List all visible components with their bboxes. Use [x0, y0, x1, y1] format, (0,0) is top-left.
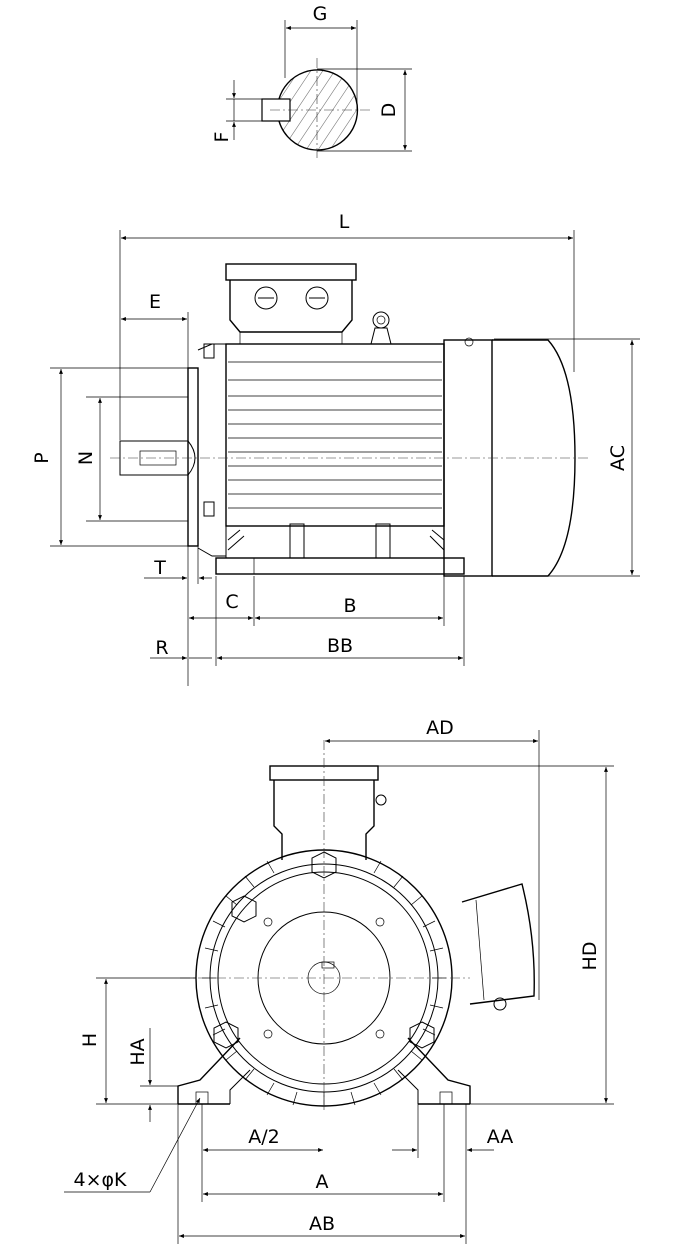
- dim-label-hd: HD: [579, 942, 601, 971]
- dim-label-d: D: [378, 103, 400, 118]
- shaft-outline: [278, 69, 359, 151]
- dim-label-b: B: [343, 595, 356, 617]
- dim-label-ab: AB: [309, 1213, 335, 1235]
- dim-label-ad: AD: [426, 717, 454, 739]
- shaft-hatching: [277, 70, 357, 150]
- dim-label-c: C: [225, 591, 238, 613]
- dim-label-aa: AA: [487, 1126, 514, 1148]
- dim-label-p: P: [31, 452, 53, 463]
- dim-label-ha: HA: [127, 1038, 149, 1065]
- dim-label-h: H: [79, 1033, 101, 1047]
- dim-label-l: L: [339, 211, 350, 233]
- cooling-fins: [228, 361, 442, 509]
- dim-label-a: A: [316, 1171, 329, 1193]
- motor-body: [225, 343, 445, 527]
- cable-gland: [305, 286, 329, 310]
- dim-label-e: E: [149, 291, 161, 313]
- dim-label-r: R: [155, 637, 168, 659]
- side-terminal-box: [461, 883, 535, 1005]
- terminal-box-lid: [225, 263, 357, 281]
- motor-feet: [215, 557, 465, 575]
- feet-outline: [177, 1037, 471, 1104]
- flange: [187, 367, 199, 547]
- dim-label-t: T: [153, 557, 166, 579]
- dim-label-a-half: A/2: [248, 1126, 280, 1148]
- dim-label-ac: AC: [607, 445, 629, 471]
- front-view: AD HD H HA A/2 AA A AB: [64, 717, 614, 1244]
- shaft-key: [139, 450, 177, 466]
- side-view: L E P N AC T C B: [31, 211, 640, 686]
- terminal-box: [229, 280, 353, 333]
- cable-gland: [254, 286, 278, 310]
- hole-callout-label: 4×φK: [73, 1169, 127, 1191]
- dim-label-n: N: [75, 451, 97, 465]
- dim-label-f: F: [211, 132, 233, 143]
- terminal-box: [273, 780, 375, 860]
- dim-label-bb: BB: [327, 635, 353, 657]
- lifting-eye: [372, 311, 390, 329]
- dim-label-g: G: [313, 3, 328, 25]
- shaft-section-view: G D F: [211, 3, 412, 160]
